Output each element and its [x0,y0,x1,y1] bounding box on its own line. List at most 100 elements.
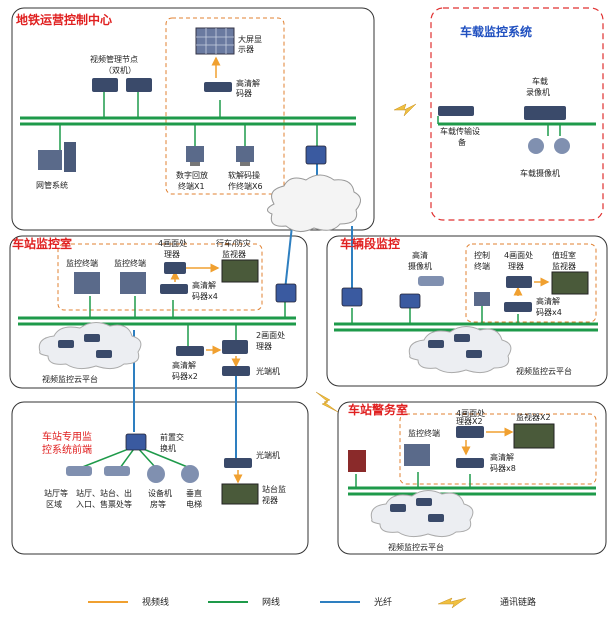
camera-4-label-2: 电梯 [186,499,202,509]
depot-title: 车辆段监控 [340,236,400,251]
depot-duty-monitor [551,271,589,295]
station-optical-label: 光端机 [256,366,280,376]
vehicle-transmission [438,106,474,116]
nms-workstation [38,142,76,172]
station-decoder4 [160,284,188,294]
video-lines [170,56,550,484]
legend-network-label: 网线 [262,596,280,608]
cc-switch [305,145,327,165]
legend-video-label: 视频线 [142,596,169,608]
depot-cloud [408,326,512,374]
frontend-title-1: 车站专用监 [42,430,92,443]
station-terminal-2-label: 监控终端 [114,258,146,268]
soft-decode-label-1: 软解码操 [228,170,260,180]
big-screen-wall [195,27,235,55]
depot-terminal-label-1: 控制 [474,250,490,260]
station-switch [275,283,297,303]
police-decoder-label-2: 码器x8 [490,464,516,473]
depot-decoder4 [504,302,532,312]
nms-label: 网管系统 [36,180,68,190]
transmission-label-2: 备 [458,137,466,147]
camera-3-label-2: 房等 [150,499,166,509]
vehicle-title: 车载监控系统 [460,24,532,39]
camera-1-label-2: 区域 [46,499,62,509]
depot-switch-2 [399,293,421,309]
train-monitor-label-2: 监视器 [222,249,246,259]
station-proc4-label-2: 理器 [164,250,180,259]
station-terminal-1-label: 监控终端 [66,258,98,268]
depot-switch-1 [341,287,363,307]
depot-control-terminal [474,292,490,306]
station-decoder4-label-2: 码器x4 [192,292,218,301]
video-server-1 [92,78,118,92]
station-train-monitor [221,259,259,283]
station-decoder2-label-2: 码器x2 [172,372,198,381]
control-center-panel [11,7,375,231]
legend-fiber-label: 光纤 [374,596,392,608]
video-node-label-2: （双机） [104,65,136,75]
depot-terminal-label-2: 终端 [474,261,490,271]
frontend-switch [125,433,147,451]
camera-4-label-1: 垂直 [186,488,202,498]
police-decoder-label-1: 高清解 [490,452,514,462]
vehicle-recorder [524,106,566,120]
cc-hd-decoder [204,82,232,92]
police-terminal-label: 监控终端 [408,428,440,438]
station-room-panel [9,235,308,389]
frontend-title-2: 控系统前端 [42,443,92,456]
recorder-label-1: 车载 [532,76,548,86]
depot-camera-label-2: 摄像机 [408,261,432,271]
video-server-2 [126,78,152,92]
depot-camera-label-1: 高清 [412,250,428,260]
soft-decode-label-2: 作终端X6 [228,181,263,191]
frontend-cameras [66,465,199,483]
station-proc4 [164,262,186,274]
frontend-optical-label: 光端机 [256,450,280,460]
legend: 视频线 网线 光纤 通讯链路 [88,596,536,609]
playback-terminal [186,146,204,166]
police-monitor [513,423,555,449]
depot-proc4-label-1: 4画面处 [504,250,533,260]
station-proc2 [222,340,248,354]
station-proc4-label-1: 4画面处 [158,238,187,248]
police-proc4-label-1: 4画面处 [456,408,485,418]
depot-decoder-label-1: 高清解 [536,296,560,306]
depot-decoder-label-2: 码器x4 [536,308,562,317]
depot-proc4 [506,276,532,288]
station-decoder4-label-1: 高清解 [192,280,216,290]
vehicle-cameras [528,138,570,154]
camera-2-label-1: 站厅、站台、出 [76,488,132,498]
station-proc2-label-2: 理器 [256,342,272,351]
depot-panel [326,235,608,387]
transmission-label-1: 车载传输设 [440,126,480,136]
camera-3-label-1: 设备机 [148,488,172,498]
transport-cloud [267,174,361,232]
recorder-label-2: 录像机 [526,87,550,97]
camera-1-label-1: 站厅等 [44,488,68,498]
train-monitor-label-1: 行车/防灾 [216,238,251,248]
station-decoder2 [176,346,204,356]
cloud-servers [58,334,482,522]
police-panel [337,401,607,555]
police-cloud [370,490,474,538]
station-decoder2-label-1: 高清解 [172,360,196,370]
cc-decoder-label-1: 高清解 [236,78,260,88]
playback-label-1: 数字回放 [176,170,208,180]
station-cloud [38,322,142,370]
police-proc4-label-2: 理器X2 [456,417,483,426]
big-screen-label-2: 示器 [238,45,254,54]
police-title: 车站警务室 [348,402,408,417]
station-cloud-label: 视频监控云平台 [42,374,98,384]
vehicle-panel [430,7,604,221]
depot-monitor-label-2: 监视器 [552,261,576,271]
platform-monitor [221,483,259,505]
station-display-group [57,243,263,311]
frontend-panel [11,401,309,555]
soft-decode-terminal [236,146,254,166]
station-proc2-label-1: 2画面处 [256,330,285,340]
big-screen-label-1: 大屏显 [238,34,262,44]
vehicle-camera-label: 车载摄像机 [520,168,560,178]
depot-cloud-label: 视频监控云平台 [516,366,572,376]
network-lines [18,116,598,496]
frontend-switch-label-2: 换机 [160,443,176,453]
